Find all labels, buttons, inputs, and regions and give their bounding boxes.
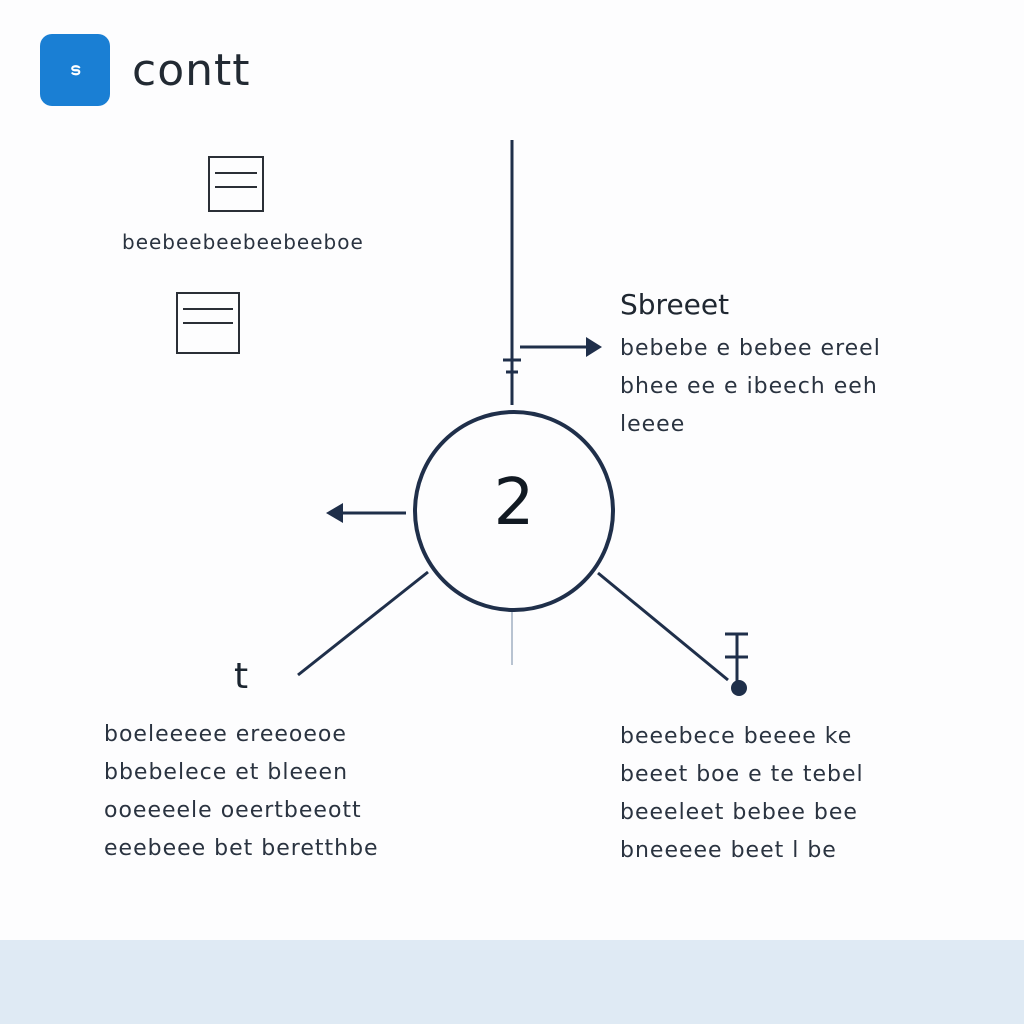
sidebar-caption: beebeebeebeebeeboe xyxy=(122,230,364,254)
lower-right-connector xyxy=(597,571,729,682)
page-title: contt xyxy=(132,44,251,96)
small-marker-top xyxy=(503,358,521,374)
bottom-left-line: ooeeeele oeertbeeott xyxy=(104,798,362,823)
central-node-label: 2 xyxy=(493,466,535,540)
bottom-left-line: boeleeeee ereeoeoe xyxy=(104,722,347,747)
lower-left-connector xyxy=(297,570,429,677)
small-marker-dot xyxy=(731,680,747,696)
right-heading: Sbreeet xyxy=(620,288,730,321)
small-label: t xyxy=(234,656,249,697)
right-arrowhead xyxy=(586,337,602,357)
bottom-left-text: boeleeeee ereeoeoe bbebelece et bleeen o… xyxy=(104,716,379,868)
bottom-left-line: eeebeee bet beretthbe xyxy=(104,836,379,861)
left-arrowhead xyxy=(326,503,343,523)
bottom-right-line: beeebece beeee ke xyxy=(620,724,853,749)
bottom-right-line: beeet boe e te tebel xyxy=(620,762,864,787)
right-text-line: leeee xyxy=(620,412,686,437)
footer-band xyxy=(0,940,1024,1024)
document-icon xyxy=(208,156,264,212)
right-text-line: bebebe e bebee ereel xyxy=(620,336,881,361)
small-marker-right xyxy=(725,632,748,688)
bottom-right-line: bneeeee beet l be xyxy=(620,838,837,863)
bottom-left-line: bbebelece et bleeen xyxy=(104,760,349,785)
bottom-right-text: beeebece beeee ke beeet boe e te tebel b… xyxy=(620,718,864,870)
bottom-right-line: beeeleet bebee bee xyxy=(620,800,858,825)
header: ട contt xyxy=(40,34,251,106)
document-icon-secondary xyxy=(176,292,240,354)
right-text-line: bhee ee e ibeech eeh xyxy=(620,374,878,399)
logo-text: ട xyxy=(69,60,80,80)
right-top-text: bebebe e bebee ereel bhee ee e ibeech ee… xyxy=(620,330,881,444)
app-logo[interactable]: ട xyxy=(40,34,110,106)
central-node xyxy=(413,410,615,612)
